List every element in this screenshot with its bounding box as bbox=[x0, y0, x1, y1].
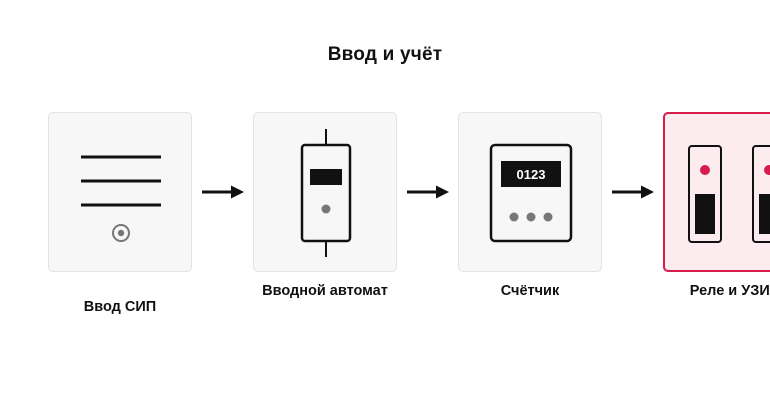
arrow-right-icon bbox=[612, 185, 654, 199]
electric-meter-icon: 0123 bbox=[489, 143, 573, 243]
step-card-circuit-breaker bbox=[253, 112, 397, 272]
meter-display-reading: 0123 bbox=[517, 167, 546, 182]
step-card-electric-meter: 0123 bbox=[458, 112, 602, 272]
arrow-right-icon bbox=[202, 185, 244, 199]
diagram-title: Ввод и учёт bbox=[327, 44, 443, 65]
step-label-cable-entry: Ввод СИП bbox=[83, 299, 157, 315]
arrow-right-icon bbox=[407, 185, 449, 199]
step-card-relay-spd bbox=[663, 112, 770, 272]
circuit-breaker-icon bbox=[300, 129, 352, 257]
cable-entry-icon bbox=[81, 155, 161, 242]
step-label-circuit-breaker: Вводной автомат bbox=[262, 283, 388, 299]
relay-spd-icon bbox=[688, 145, 770, 243]
step-card-cable-entry bbox=[48, 112, 192, 272]
step-label-electric-meter: Счётчик bbox=[500, 283, 560, 299]
step-label-relay-spd: Реле и УЗИП bbox=[689, 283, 770, 299]
